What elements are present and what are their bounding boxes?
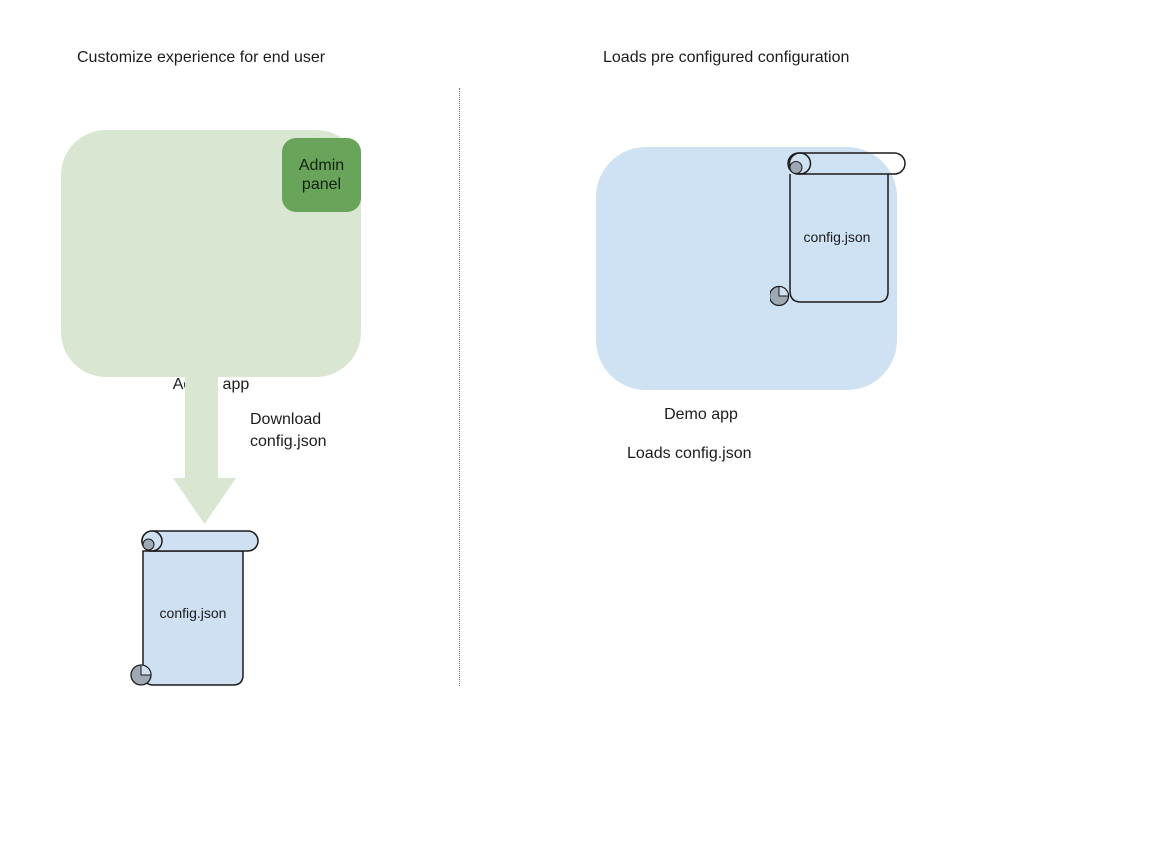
admin-panel-box: Admin panel [282, 138, 361, 212]
download-config-label: Download config.json [250, 411, 327, 450]
demo-app-box: Demo app [596, 147, 897, 423]
config-json-scroll-icon: config.json [130, 530, 259, 686]
right-section-heading: Loads pre configured configuration [603, 49, 850, 66]
down-arrow-icon [173, 376, 236, 524]
admin-panel-label: Admin panel [298, 157, 345, 193]
loads-config-caption: Loads config.json [627, 445, 752, 462]
section-divider [459, 88, 460, 686]
config-json-label-left: config.json [160, 605, 227, 621]
config-json-scroll-icon: config.json [770, 152, 906, 307]
admin-app-box: Admin app Admin panel [61, 130, 361, 393]
demo-app-label: Demo app [664, 406, 738, 423]
config-json-label-right: config.json [804, 229, 871, 245]
left-section-heading: Customize experience for end user [77, 49, 326, 66]
